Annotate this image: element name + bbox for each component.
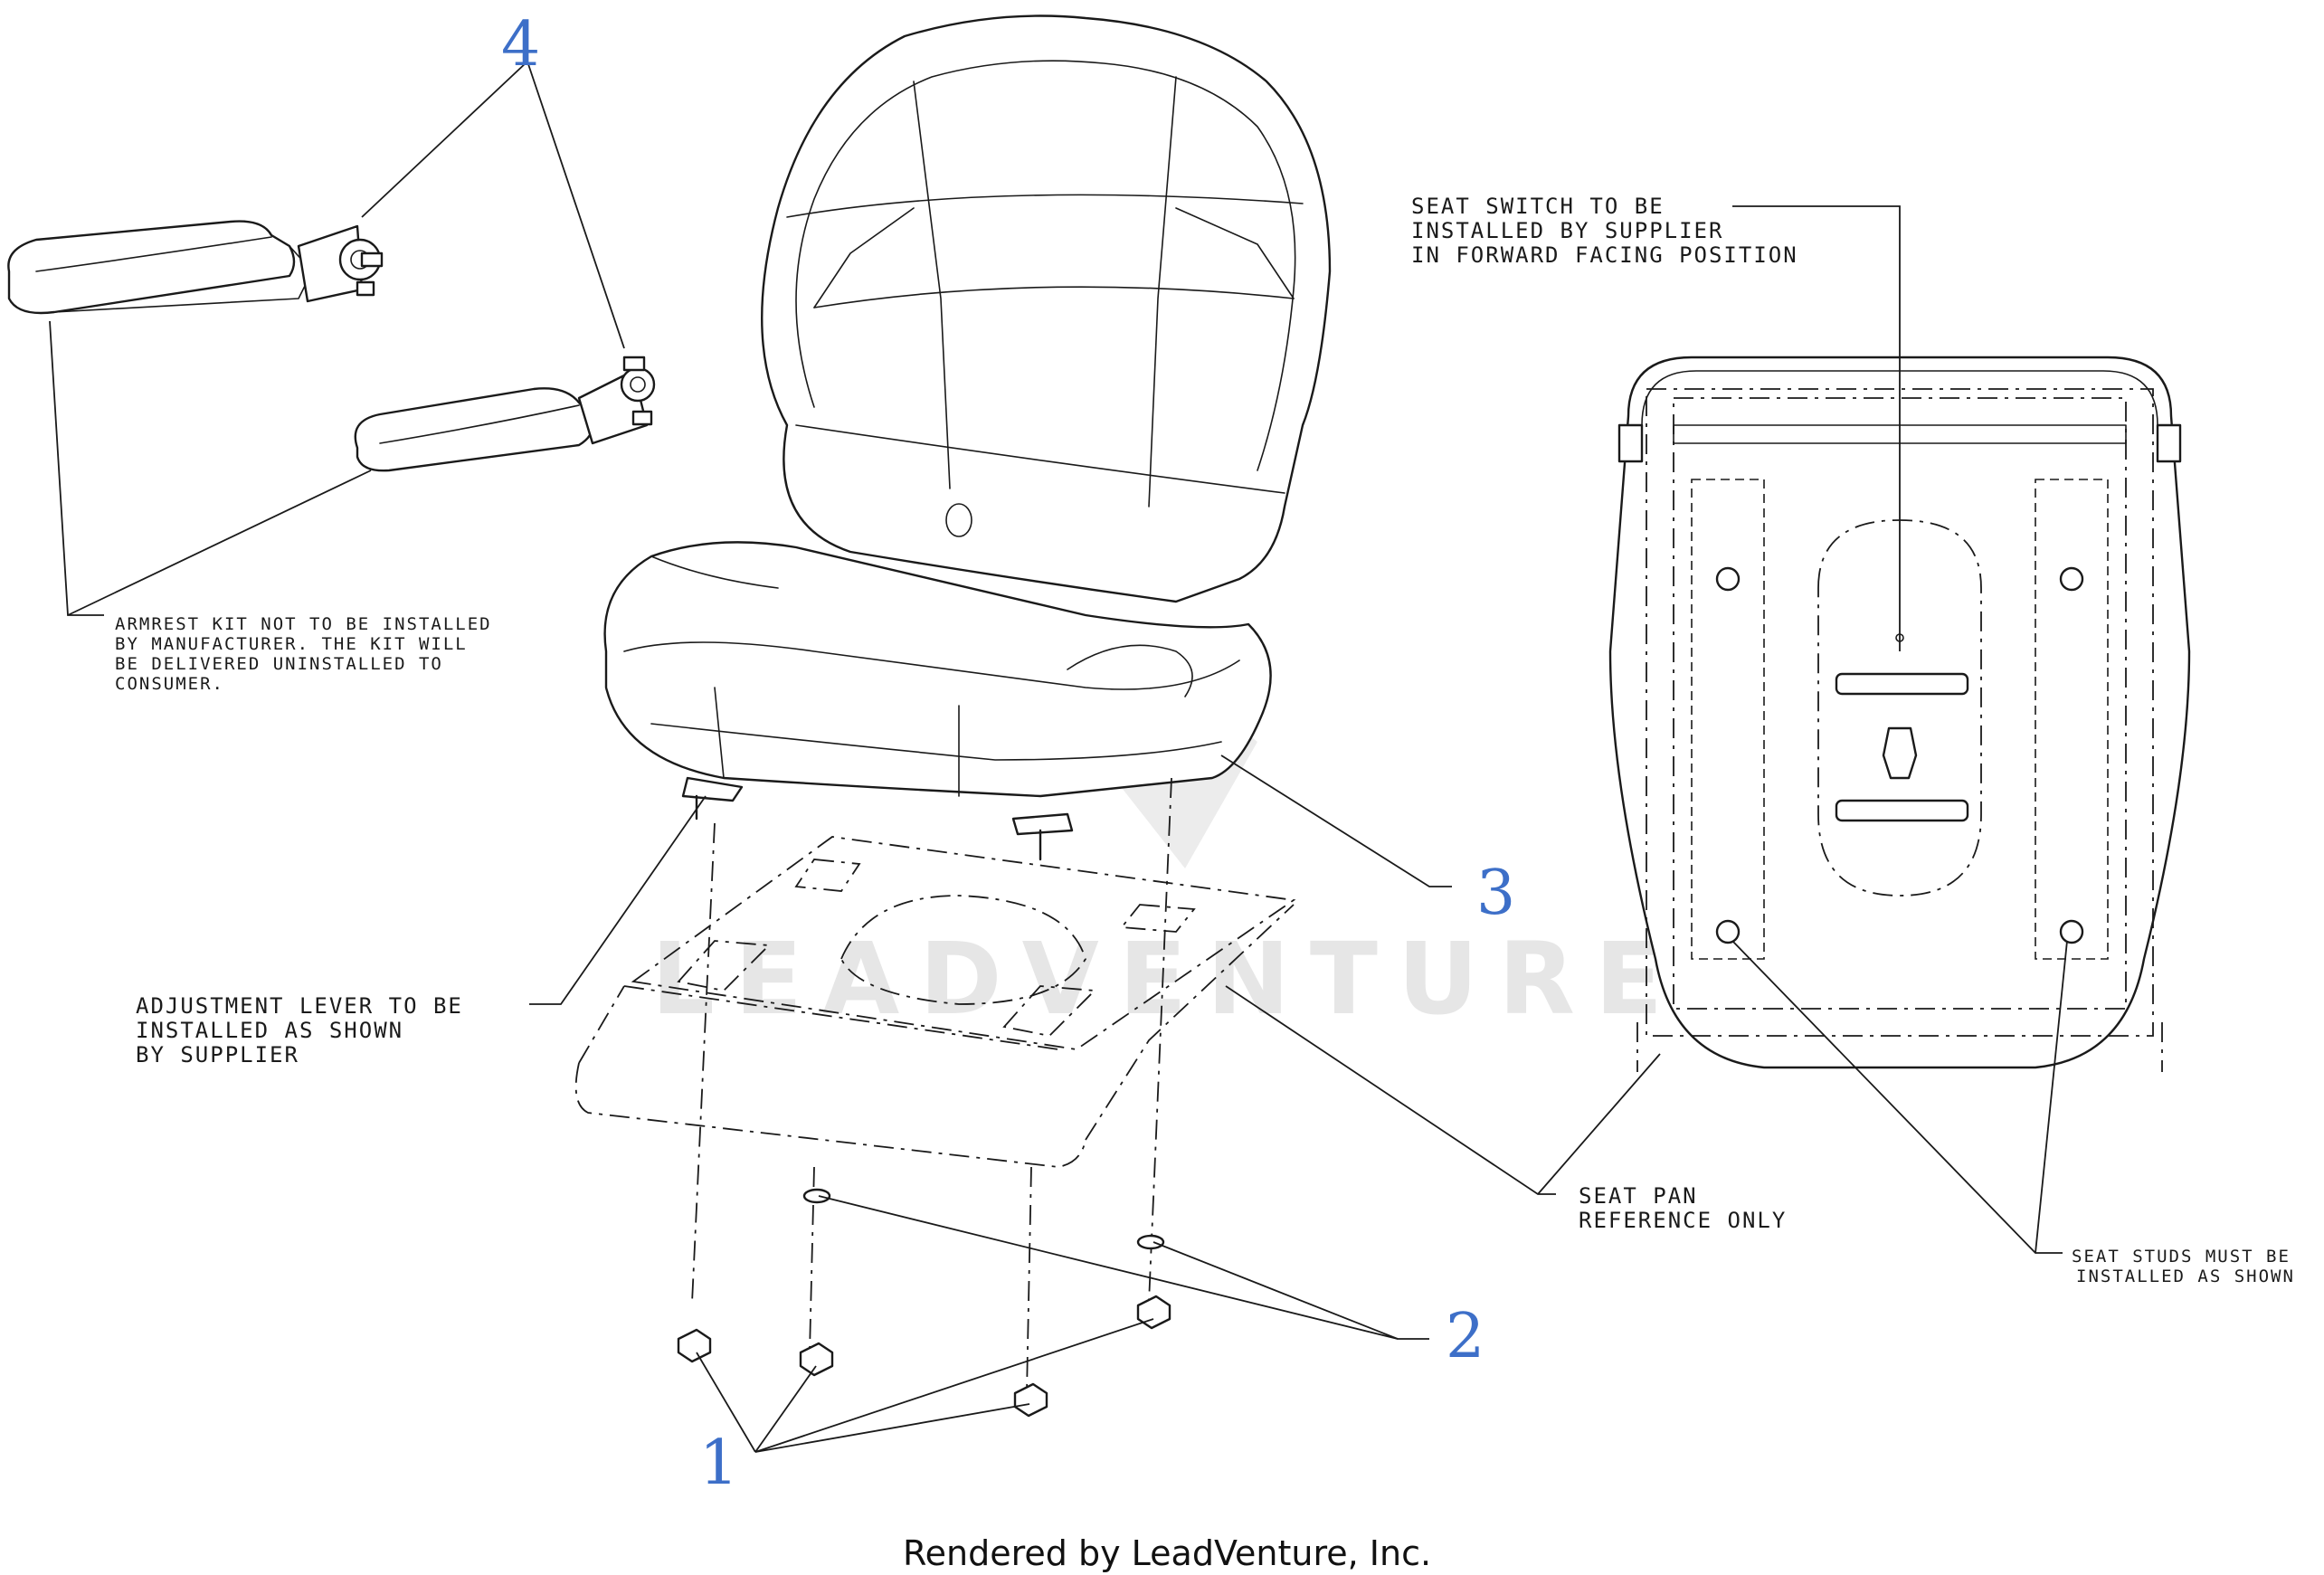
- svg-text:INSTALLED BY SUPPLIER: INSTALLED BY SUPPLIER: [1411, 218, 1723, 243]
- svg-text:IN FORWARD FACING POSITION: IN FORWARD FACING POSITION: [1411, 242, 1798, 268]
- armrest-upper: [7, 220, 384, 315]
- callout-1: 1: [699, 1428, 738, 1499]
- footer-credit: Rendered by LeadVenture, Inc.: [903, 1533, 1431, 1573]
- note-adjustment-lever: ADJUSTMENT LEVER TO BE INSTALLED AS SHOW…: [136, 993, 463, 1067]
- svg-text:INSTALLED AS SHOWN: INSTALLED AS SHOWN: [2076, 1267, 2295, 1286]
- svg-text:SEAT STUDS MUST BE: SEAT STUDS MUST BE: [2072, 1247, 2291, 1267]
- watermark-text: LEADVENTURE: [651, 921, 1683, 1037]
- svg-text:SEAT SWITCH TO BE: SEAT SWITCH TO BE: [1411, 194, 1665, 219]
- svg-text:BE DELIVERED UNINSTALLED TO: BE DELIVERED UNINSTALLED TO: [115, 654, 443, 674]
- assembly-lines: [691, 777, 1172, 1394]
- leader-lines: [49, 61, 2068, 1453]
- callouts: 4 3 2 1: [501, 9, 1515, 1499]
- svg-text:ARMREST KIT NOT TO BE INSTALLE: ARMREST KIT NOT TO BE INSTALLED: [115, 614, 492, 634]
- armrest-lower: [354, 356, 656, 472]
- callout-4: 4: [501, 9, 540, 81]
- note-seat-switch: SEAT SWITCH TO BE INSTALLED BY SUPPLIER …: [1411, 194, 1798, 268]
- svg-text:SEAT PAN: SEAT PAN: [1579, 1183, 1698, 1209]
- seat-top-view: [1608, 356, 2191, 1072]
- svg-text:ADJUSTMENT LEVER TO BE: ADJUSTMENT LEVER TO BE: [136, 993, 463, 1019]
- note-seat-studs: SEAT STUDS MUST BE INSTALLED AS SHOWN: [2072, 1247, 2295, 1286]
- hardware: [677, 1188, 1171, 1418]
- note-armrest: ARMREST KIT NOT TO BE INSTALLED BY MANUF…: [115, 614, 492, 694]
- svg-text:INSTALLED AS SHOWN: INSTALLED AS SHOWN: [136, 1018, 403, 1043]
- callout-2: 2: [1446, 1301, 1485, 1372]
- seat-pan: [574, 836, 1296, 1168]
- callout-3: 3: [1476, 858, 1515, 929]
- svg-text:REFERENCE ONLY: REFERENCE ONLY: [1579, 1208, 1787, 1233]
- svg-text:BY SUPPLIER: BY SUPPLIER: [136, 1042, 299, 1067]
- svg-text:BY MANUFACTURER. THE KIT WILL: BY MANUFACTURER. THE KIT WILL: [115, 634, 468, 654]
- note-seat-pan: SEAT PAN REFERENCE ONLY: [1579, 1183, 1787, 1233]
- seat-cushion: [603, 541, 1272, 861]
- svg-text:CONSUMER.: CONSUMER.: [115, 674, 224, 694]
- seat-backrest: [761, 14, 1332, 603]
